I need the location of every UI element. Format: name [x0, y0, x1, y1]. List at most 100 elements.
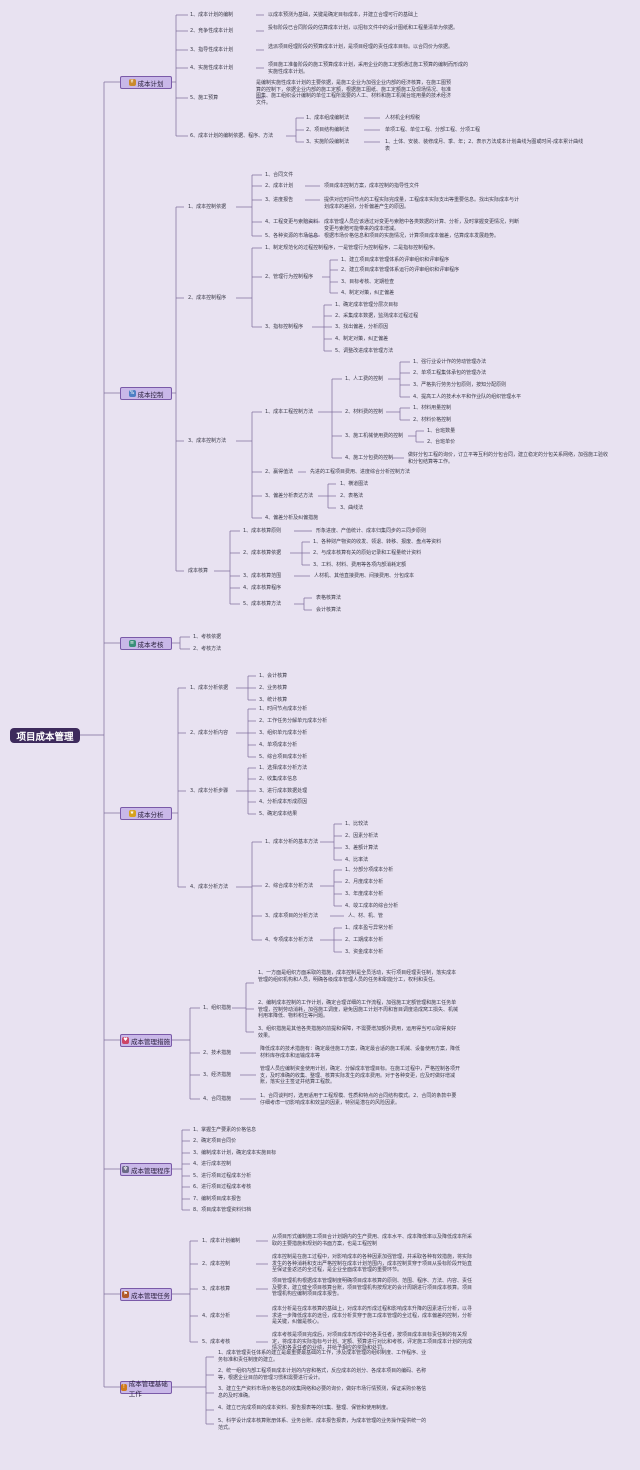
- branch-analysis[interactable]: ★成本分析: [120, 807, 172, 820]
- control-basis-label: 1、成本控制依据: [188, 204, 227, 210]
- control-basis-desc: 提供对应时间节点的工程实际完成量，工程成本实际支出等重要信息。找出实际成本与计划…: [324, 197, 520, 210]
- control-accounting-subitem: 1、各种财产物资的收发、领退、转移、报废、盘点等资料: [313, 539, 442, 545]
- star-icon: ★: [128, 810, 136, 817]
- analysis-group-label: 2、成本分析内容: [190, 730, 229, 736]
- branch-measures[interactable]: ♥成本管理措施: [120, 1034, 172, 1047]
- plan-subitem-label: 3、实施阶段编制法: [306, 139, 350, 145]
- branch-exam[interactable]: ≡成本考核: [120, 637, 172, 650]
- tasks-item-desc: 从项目形式编制施工项目合计划期内的生产费用、成本水平、成本降低率以及降低成本所采…: [272, 1234, 473, 1247]
- control-basis-desc: 根据市场价格信息和项目的实施情况，计算项目成本偏差，估算成本发展趋势。: [324, 233, 500, 239]
- control-basis-desc: 成本管理人员应该通过对变更与索赔中各类数据的计算、分析，及时掌握变更情况，判断变…: [324, 219, 520, 232]
- plan-item-desc: 以成本预测为基础，关键是确定目标成本，并建立合理可行的基础上: [268, 12, 419, 18]
- analysis-group-item: 1、选择成本分析方法: [259, 765, 308, 771]
- analysis-method-item: 3、年度成本分析: [345, 891, 384, 897]
- control-accounting-desc: 形象进度、产值统计、成本归集同步的三同步原则: [316, 528, 427, 534]
- control-eng-subitem: 2、材料价格控制: [413, 417, 452, 423]
- tasks-item-label: 3、成本核算: [202, 1286, 231, 1292]
- control-accounting-subitem: 会计核算法: [316, 607, 342, 613]
- tasks-item-label: 4、成本分析: [202, 1313, 231, 1319]
- control-basis-item: 3、进度报告: [265, 197, 294, 203]
- control-eng-subitem: 1、台班数量: [427, 428, 456, 434]
- control-basis-item: 1、合同文件: [265, 172, 294, 178]
- control-method-item: 2、赢得值法: [265, 469, 294, 475]
- program-item: 5、进行项目过程成本分析: [193, 1173, 252, 1179]
- control-proc-subitem: 2、采集成本数据，监测成本过程过程: [335, 313, 419, 319]
- measures-label: 4、合同措施: [203, 1096, 232, 1102]
- analysis-group-item: 2、业务核算: [259, 685, 288, 691]
- control-proc-label: 2、成本控制程序: [188, 295, 227, 301]
- measures-label: 3、经济措施: [203, 1072, 232, 1078]
- program-item: 7、编制项目成本报告: [193, 1196, 242, 1202]
- branch-label: 成本管理程序: [131, 1166, 170, 1175]
- plan-subitem-desc: 人材机企利规税: [385, 115, 421, 121]
- branch-label: 成本控制: [137, 390, 164, 399]
- program-item: 6、进行项目过程成本考核: [193, 1184, 252, 1190]
- tasks-item-desc: 成本考核是项目完成后，对项目成本形成中的各责任者，按项目成本目标责任制的有关规定…: [272, 1332, 473, 1352]
- measures-desc: 降低成本的技术措施有：确定最佳施工方案，确定最合适的施工机械、设备使用方案，降低…: [260, 1046, 461, 1059]
- control-accounting-item: 2、成本核算依据: [243, 550, 282, 556]
- analysis-method-label: 1、成本分析的基本方法: [265, 839, 319, 845]
- control-eng-label: 1、人工费的控制: [345, 376, 384, 382]
- analysis-method-item: 2、因素分析法: [345, 833, 379, 839]
- control-proc-subitem: 4、制定对策，纠正偏差: [335, 336, 389, 342]
- control-accounting-subitem: 2、与成本核算有关的原始记录和工程量统计资料: [313, 550, 422, 556]
- analysis-method-label: 4、专项成本分析方法: [265, 937, 314, 943]
- branch-control[interactable]: %成本控制: [120, 387, 172, 400]
- analysis-method-label: 2、综合成本分析方法: [265, 883, 314, 889]
- heart-icon: ♥: [122, 1037, 129, 1044]
- measures-label: 1、组织措施: [203, 1005, 232, 1011]
- foundation-item: 2、统一组织内部工程项目成本计划的内容和格式，反应成本的划分、各成本项目的编码、…: [218, 1368, 427, 1381]
- analysis-method-label: 3、成本项目的分析方法: [265, 913, 319, 919]
- analysis-group-item: 4、分析成本形成原因: [259, 799, 308, 805]
- measures-org-item: 2、编制成本控制的工作计划，确定合理详细的工作流程，加强施工定额管理和施工任务单…: [258, 1000, 459, 1020]
- program-item: 3、编制成本计划，确定成本实施目标: [193, 1150, 277, 1156]
- control-deviation-item: 2、表格法: [340, 493, 364, 499]
- control-accounting-item: 5、成本核算方法: [243, 601, 282, 607]
- analysis-group-item: 3、组织单元成本分析: [259, 730, 308, 736]
- plan-subitem-label: 1、成本组成编制法: [306, 115, 350, 121]
- plan-subitem-desc: 1、土体、安装、装修成月、季、年；2、表示方法成本计划曲线为图或时间-成本累计曲…: [385, 139, 584, 152]
- control-proc-item: 1、制定规范化的过程控制程序，一是管理行为控制程序，二是指标控制程序。: [265, 245, 439, 251]
- control-proc-subitem: 3、找出偏差，分析原因: [335, 324, 389, 330]
- percent-icon: %: [128, 390, 136, 397]
- control-basis-item: 2、成本计划: [265, 183, 294, 189]
- control-method-item: 3、偏差分析表达方法: [265, 493, 314, 499]
- branch-label: 成本计划: [137, 79, 164, 88]
- control-eng-subitem: 4、提高工人的技术水平和作业队的组织管理水平: [413, 394, 522, 400]
- plan-item-label: 3、指导性成本计划: [190, 47, 234, 53]
- analysis-group-item: 5、综合项目成本分析: [259, 754, 308, 760]
- control-accounting-item: 4、成本核算程序: [243, 585, 282, 591]
- analysis-group-item: 3、统计核算: [259, 697, 288, 703]
- control-eng-label: 4、施工分包费的控制: [345, 455, 394, 461]
- control-eng-desc: 做好分包工程的询价，订立平等互利的分包合同，建立稳定的分包关系网络，加强施工验收…: [408, 452, 609, 465]
- plan-item-label: 6、成本计划的编制依据、程序、方法: [190, 133, 274, 139]
- plan-item-desc: 投标阶段已合同阶段的估算成本计划，以招标文件中的设计图纸和工程量清单为依据。: [268, 25, 459, 31]
- branch-tasks[interactable]: ⚑成本管理任务: [120, 1288, 172, 1301]
- branch-plan[interactable]: ¥成本计划: [120, 76, 172, 89]
- foundation-item: 3、建立生产资料市场价格信息的收集网络和必要的询价，做好市场行情预测，保证采购价…: [218, 1386, 427, 1399]
- tasks-item-desc: 项目管理机构根据成本管理制度明确项目成本核算的原则、范围、程序、方法、内容、责任…: [272, 1278, 473, 1298]
- plan-item-desc: 项目施工准备阶段的施工预算成本计划，采用企业的施工定额通过施工预算的编制而形成的…: [268, 62, 469, 75]
- branch-foundation[interactable]: !成本管理基础工作: [120, 1380, 172, 1398]
- control-eng-subitem: 2、单项工程集体承包的管理办法: [413, 370, 487, 376]
- program-item: 2、确定项目合同价: [193, 1138, 237, 1144]
- plan-item-label: 5、施工预算: [190, 95, 219, 101]
- control-eng-label: 2、材料费的控制: [345, 409, 384, 415]
- analysis-group-label: 1、成本分析依据: [190, 685, 229, 691]
- root-node[interactable]: 项目成本管理: [10, 728, 80, 743]
- control-proc-subitem: 3、目标考核、定期检查: [341, 279, 395, 285]
- exam-item: 1、考核依据: [193, 634, 222, 640]
- plan-item-label: 1、成本计划的编制: [190, 12, 234, 18]
- analysis-method-item: 1、比较法: [345, 821, 369, 827]
- tasks-item-label: 5、成本考核: [202, 1339, 231, 1345]
- analysis-group-item: 2、收集成本信息: [259, 776, 298, 782]
- tasks-item-desc: 成本控制是在施工过程中，对影响成本的各种因素加强管理，并采取各种有效措施，将实际…: [272, 1254, 473, 1274]
- analysis-method-desc: 人、材、机、管: [348, 913, 384, 919]
- analysis-group-item: 3、进行成本数据处理: [259, 788, 308, 794]
- foundation-item: 1、成本管理责任体系的建立是最重要最基础的工作，涉及成本管理的组织制度、工作程序…: [218, 1350, 427, 1363]
- analysis-method-item: 3、差额计算法: [345, 845, 379, 851]
- control-proc-subitem: 4、制定对策，纠正偏差: [341, 290, 395, 296]
- branch-program[interactable]: ✻成本管理程序: [120, 1163, 172, 1176]
- control-proc-subitem: 2、建立项目成本管理体系运行的评审组织和评审程序: [341, 267, 460, 273]
- control-proc-subitem: 5、调整改进成本管理方法: [335, 348, 394, 354]
